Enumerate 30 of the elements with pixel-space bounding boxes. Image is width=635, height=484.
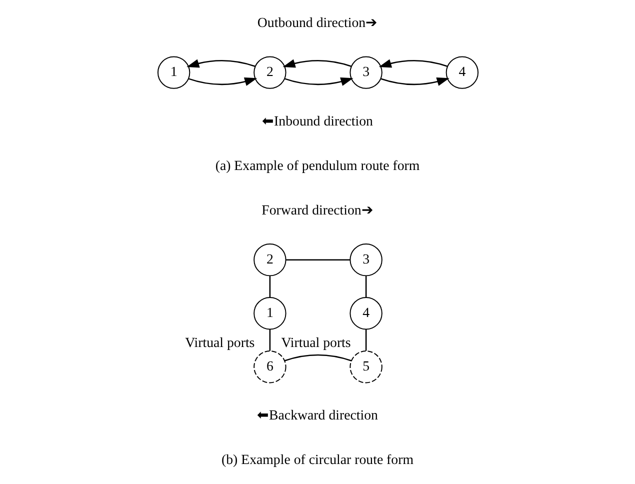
- connector: [364, 276, 366, 298]
- label: Forward direction➔: [261, 203, 373, 218]
- node-circle: 2: [253, 56, 286, 89]
- node-circle: 2: [253, 243, 286, 276]
- connector: [286, 259, 350, 260]
- connector: [268, 276, 270, 298]
- node-circle: 1: [253, 297, 286, 330]
- node-circle: 3: [349, 243, 382, 276]
- arrow: [378, 59, 448, 68]
- label: (b) Example of circular route form: [220, 453, 414, 468]
- label: Outbound direction➔: [256, 16, 378, 32]
- node-circle: 5: [349, 350, 382, 384]
- arrow: [282, 59, 352, 68]
- node-circle: 6: [253, 350, 286, 384]
- label: ⬅Backward direction: [256, 408, 378, 424]
- arrow: [188, 77, 257, 86]
- node-circle: 4: [445, 56, 478, 89]
- connector: [284, 354, 352, 362]
- node-circle: 3: [349, 56, 382, 89]
- arrow: [284, 77, 353, 86]
- arrow: [380, 77, 449, 86]
- connector: [268, 329, 270, 351]
- node-circle: 1: [156, 56, 190, 89]
- label: (a) Example of pendulum route form: [214, 158, 420, 174]
- node-label: Virtual ports: [280, 336, 350, 352]
- connector: [364, 329, 366, 351]
- node-label: Virtual ports: [184, 336, 254, 352]
- arrow: [186, 59, 255, 68]
- label: ⬅Inbound direction: [262, 114, 372, 130]
- node-circle: 4: [349, 297, 382, 330]
